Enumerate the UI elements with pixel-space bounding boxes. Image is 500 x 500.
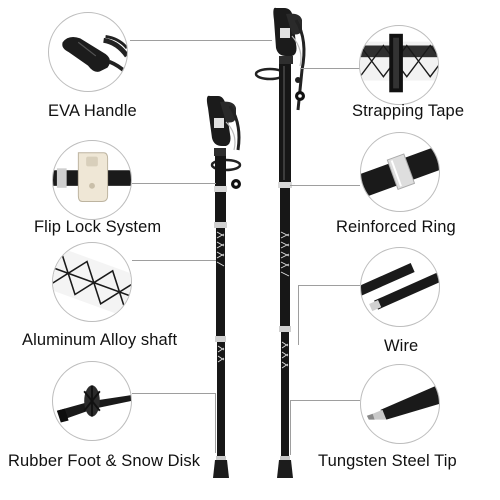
- reinforced-ring-detail-icon: [361, 145, 439, 199]
- right-pole: [254, 7, 306, 478]
- strapping-tape-label: Strapping Tape: [352, 102, 465, 120]
- tungsten-tip-label: Tungsten Steel Tip: [318, 452, 457, 470]
- flip-lock-callout: [52, 140, 132, 220]
- leader-wire-vertical: [298, 285, 299, 345]
- leader-tungsten-tip-vertical: [290, 400, 291, 455]
- leader-rubber-foot-vertical: [215, 393, 216, 453]
- wire-label: Wire: [384, 337, 419, 355]
- leader-reinforced-ring: [290, 185, 360, 186]
- leader-aluminum-shaft: [132, 260, 216, 261]
- eva-handle-callout: [48, 12, 128, 92]
- tungsten-tip-callout: [360, 364, 440, 444]
- leader-rubber-foot: [132, 393, 216, 394]
- strapping-tape-detail-icon: [360, 33, 438, 93]
- wire-detail-icon: [361, 263, 439, 312]
- leader-wire: [298, 285, 360, 286]
- eva-handle-label: EVA Handle: [48, 102, 137, 120]
- left-pole: [206, 95, 242, 478]
- rubber-foot-label: Rubber Foot & Snow Disk: [8, 452, 201, 470]
- leader-tungsten-tip: [290, 400, 360, 401]
- aluminum-shaft-callout: [52, 242, 132, 322]
- flip-lock-detail-icon: [53, 152, 131, 202]
- reinforced-ring-callout: [360, 132, 440, 212]
- wire-callout: [360, 247, 440, 327]
- flip-lock-label: Flip Lock System: [34, 218, 162, 236]
- aluminum-shaft-label: Aluminum Alloy shaft: [22, 331, 178, 349]
- shaft-pattern-detail-icon: [53, 245, 131, 319]
- reinforced-ring-label: Reinforced Ring: [336, 218, 456, 236]
- leader-flip-lock: [132, 183, 216, 184]
- tungsten-tip-detail-icon: [366, 384, 439, 420]
- leader-strapping-tape: [300, 68, 360, 69]
- strapping-tape-callout: [359, 25, 439, 105]
- rubber-foot-callout: [52, 361, 132, 441]
- rubber-foot-detail-icon: [56, 385, 131, 423]
- leader-eva-handle: [130, 40, 272, 41]
- eva-handle-detail-icon: [62, 34, 127, 75]
